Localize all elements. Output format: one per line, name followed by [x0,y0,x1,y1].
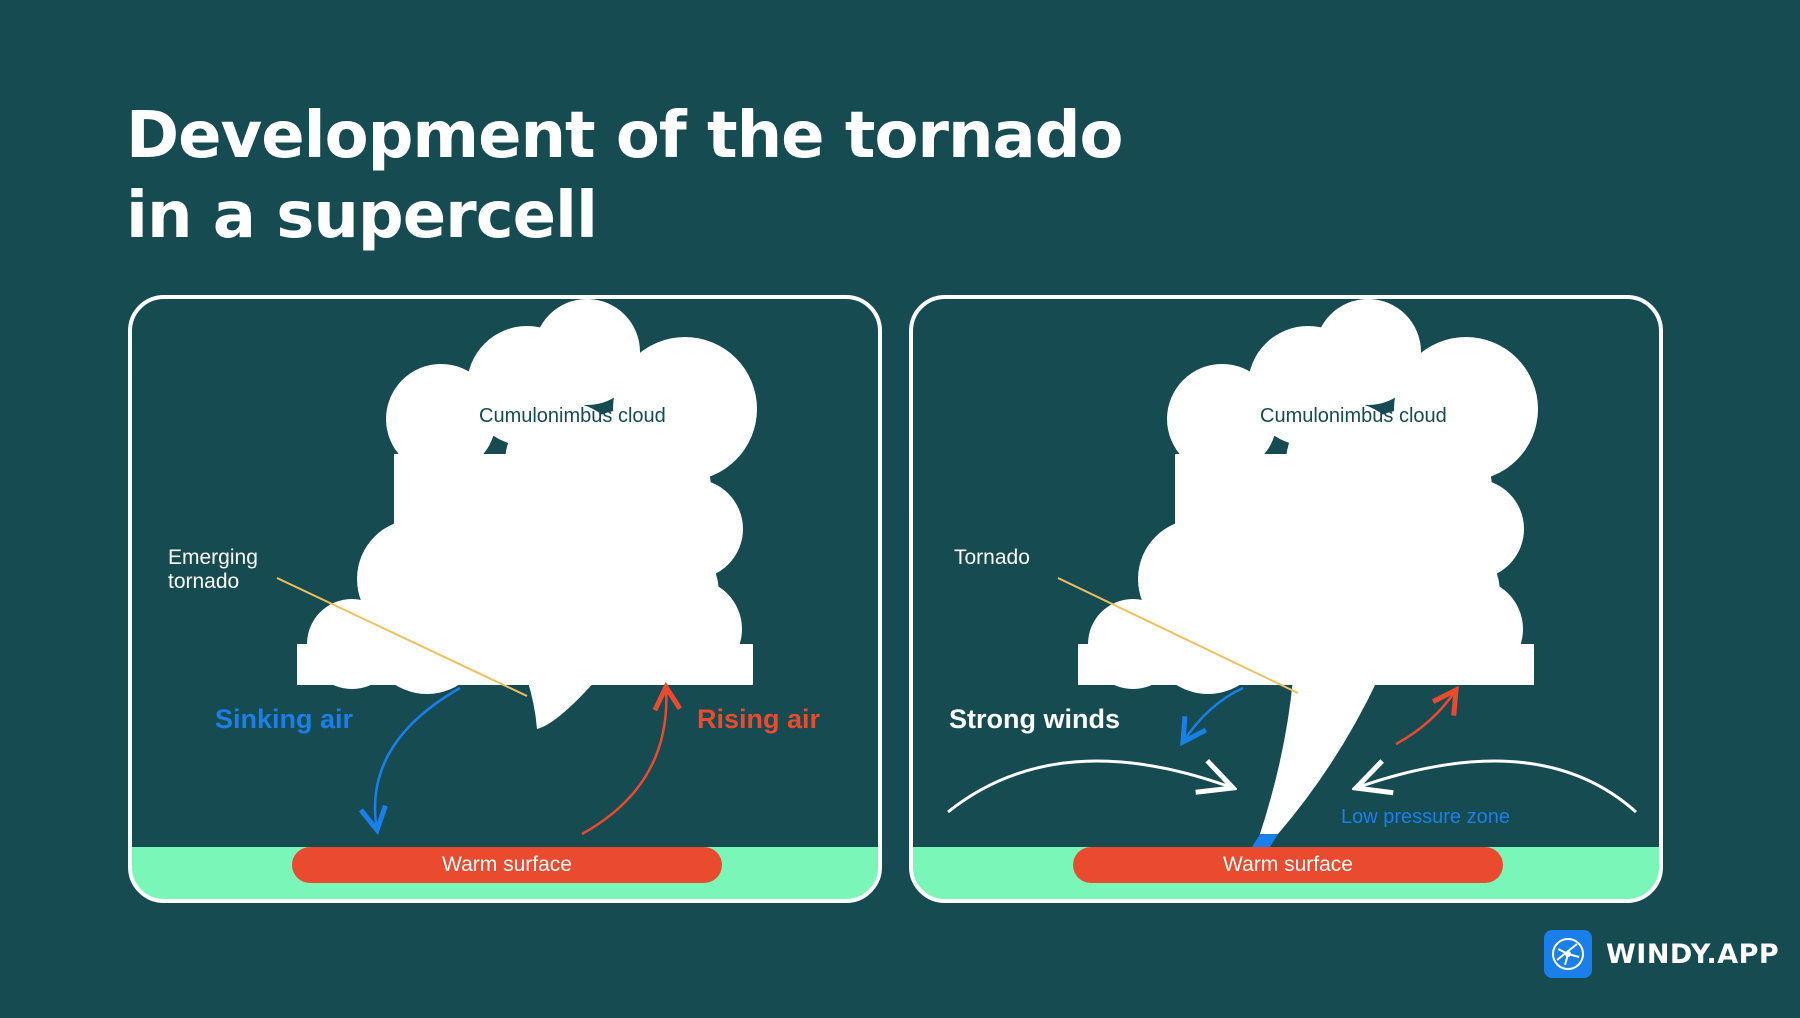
sinking-air-label: Sinking air [215,704,354,734]
sinking-air-arrow [1183,686,1244,742]
page-title: Development of the tornado in a supercel… [126,96,1123,256]
low-pressure-zone-label: Low pressure zone [1341,806,1510,828]
panel-right-illustration [909,295,1663,903]
panel-emerging-tornado: Cumulonimbus cloud Emerging tornado Sink… [127,294,883,904]
panel-tornado: Cumulonimbus cloud Tornado Strong winds … [908,294,1664,904]
tornado-funnel [1260,679,1378,834]
warm-surface-bar: Warm surface [1073,847,1503,883]
brand-footer: WINDY.APP [1544,930,1779,978]
wind-arrow-right [1356,761,1638,814]
cumulonimbus-cloud [1078,299,1538,694]
callout-line [276,577,528,697]
title-line-1: Development of the tornado [126,99,1123,173]
panel-frame [909,295,1663,903]
cloud-label: Cumulonimbus cloud [1260,405,1447,427]
brand-name: WINDY.APP [1606,938,1780,970]
sinking-air-arrow [375,686,461,830]
callout-line [1057,577,1299,694]
warm-surface-bar: Warm surface [292,847,722,883]
tornado-base [1252,834,1278,847]
cumulonimbus-cloud [297,299,757,729]
rising-air-label: Rising air [697,704,821,734]
panel-left-illustration [128,295,882,903]
windy-app-logo-icon [1544,930,1592,978]
rising-air-arrow [581,687,666,836]
rising-air-arrow [1395,690,1456,746]
strong-winds-label: Strong winds [949,704,1120,734]
tornado-label: Tornado [954,546,1030,569]
panel-frame [128,295,882,903]
wind-arrow-left [947,761,1233,814]
cloud-label: Cumulonimbus cloud [479,405,666,427]
emerging-tornado-label: Emerging tornado [168,546,258,593]
title-line-2: in a supercell [126,179,598,253]
